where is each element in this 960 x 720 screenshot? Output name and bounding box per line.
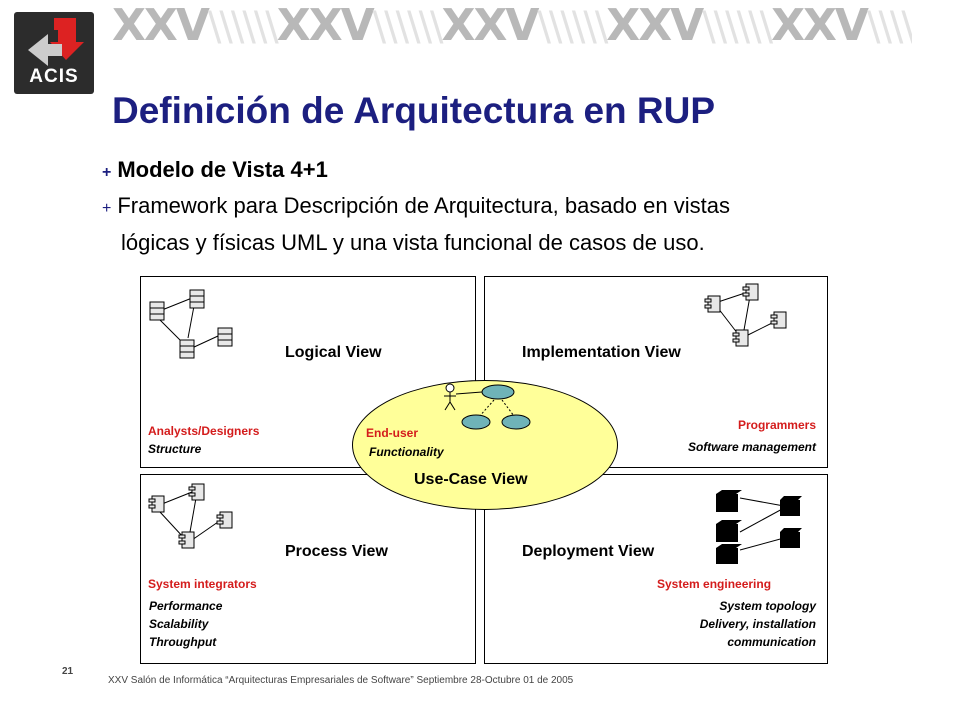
page-number: 21 bbox=[62, 666, 74, 677]
banner-xxv-segment: XXV bbox=[112, 0, 210, 51]
bullet-1: + Modelo de Vista 4+1 bbox=[102, 157, 328, 183]
process-view-concern-1: Performance bbox=[149, 599, 223, 613]
banner-slash-segment: \\\\\\ bbox=[702, 4, 773, 50]
deployment-nodes-icon bbox=[716, 490, 802, 564]
deployment-view-concern-2: Delivery, installation bbox=[699, 617, 816, 631]
implementation-view-label: Implementation View bbox=[522, 344, 681, 361]
class-diagram-icon bbox=[149, 289, 233, 359]
process-view-concern-2: Scalability bbox=[149, 617, 209, 631]
use-case-view-role: End-user bbox=[366, 426, 419, 440]
process-view-concern-3: Throughput bbox=[149, 635, 217, 649]
deployment-view-box bbox=[484, 474, 828, 664]
implementation-view-role: Programmers bbox=[737, 418, 816, 432]
deployment-view-role: System engineering bbox=[657, 577, 772, 591]
process-view-role: System integrators bbox=[148, 577, 257, 591]
use-case-view-ellipse bbox=[352, 380, 618, 510]
bullet-1-text: Modelo de Vista 4+1 bbox=[117, 157, 328, 182]
logical-view-concern: Structure bbox=[148, 442, 202, 456]
banner-slash-segment: \\\\\\ bbox=[372, 4, 444, 50]
deployment-view-label: Deployment View bbox=[522, 543, 655, 560]
banner-slash-segment: \\\\\\ bbox=[537, 4, 608, 50]
deployment-view-concern-1: System topology bbox=[719, 599, 816, 613]
plus-bullet-icon: + bbox=[102, 200, 112, 217]
page-title: Definición de Arquitectura en RUP bbox=[112, 90, 716, 131]
banner-xxv-segment: XXV bbox=[771, 0, 869, 51]
deployment-view-concern-3: communication bbox=[727, 635, 816, 649]
logical-view-label: Logical View bbox=[285, 344, 382, 361]
use-case-view-concern: Functionality bbox=[369, 445, 444, 459]
process-diagram-icon bbox=[148, 483, 233, 549]
bullet-2-continuation: lógicas y físicas UML y una vista funcio… bbox=[121, 230, 705, 255]
banner-xxv-segment: XXV bbox=[276, 0, 375, 51]
banner-xxv-segment: XXV bbox=[441, 0, 540, 51]
use-case-diagram-icon bbox=[444, 383, 531, 430]
component-diagram-icon bbox=[704, 283, 787, 347]
bullet-2: + Framework para Descripción de Arquitect… bbox=[102, 193, 730, 219]
banner-slash-segment: \\\\\\ bbox=[866, 4, 912, 50]
implementation-view-concern: Software management bbox=[687, 440, 816, 454]
banner-slash-segment: \\\\\\ bbox=[207, 4, 279, 50]
logical-view-role: Analysts/Designers bbox=[148, 424, 260, 438]
acis-logo: ACIS bbox=[14, 12, 94, 94]
acis-logo-icon bbox=[28, 18, 84, 66]
logo-text: ACIS bbox=[29, 66, 79, 87]
conference-banner: XXV\\\\\\XXV\\\\\\XXV\\\\\\XXV\\\\\\XXV\… bbox=[112, 0, 912, 52]
footer-text: XXV Salón de Informática “Arquitecturas … bbox=[108, 675, 574, 686]
process-view-label: Process View bbox=[285, 543, 388, 560]
plus-bullet-icon: + bbox=[102, 164, 112, 181]
banner-xxv-segment: XXV bbox=[606, 0, 704, 51]
bullet-2-text: Framework para Descripción de Arquitectu… bbox=[117, 193, 730, 218]
use-case-view-label: Use-Case View bbox=[414, 471, 528, 488]
process-view-box bbox=[140, 474, 476, 664]
